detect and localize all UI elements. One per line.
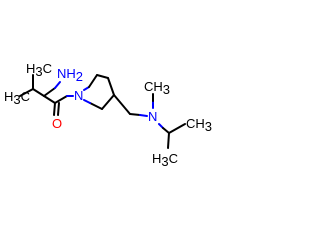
bond (43, 87, 56, 97)
bond (129, 113, 141, 116)
bond (162, 127, 170, 134)
atom-labels: NH2 N O N CH3 CH3 H3C H3C H3C (4, 61, 212, 169)
bond (107, 77, 115, 96)
bond (139, 114, 148, 117)
ch3-right-label: CH3 (186, 116, 212, 134)
bond (96, 74, 109, 79)
ch3-valine-top-label: H3C (26, 61, 52, 79)
bond (167, 132, 170, 149)
bond (53, 102, 56, 116)
bond (19, 88, 34, 97)
bond (54, 81, 61, 89)
bond (88, 74, 98, 88)
bond (57, 102, 60, 116)
bond (32, 88, 45, 97)
ch3-top-label: CH3 (144, 79, 170, 97)
bond (113, 94, 131, 115)
oxygen-label: O (52, 116, 62, 131)
bond (101, 94, 115, 110)
bond (54, 95, 68, 104)
bond (168, 123, 186, 134)
h3c-bottom-label: H3C (152, 151, 178, 169)
molecule-diagram: NH2 N O N CH3 CH3 H3C H3C H3C (4, 61, 212, 169)
bond (89, 102, 103, 110)
bonds (19, 74, 186, 149)
bond (83, 99, 91, 104)
h3c-valine-left-label: H3C (4, 89, 30, 107)
bond (43, 95, 56, 104)
amine-nh2-label: NH2 (57, 66, 83, 84)
amine-n-label: N (148, 109, 157, 124)
ring-n-label: N (74, 88, 83, 103)
